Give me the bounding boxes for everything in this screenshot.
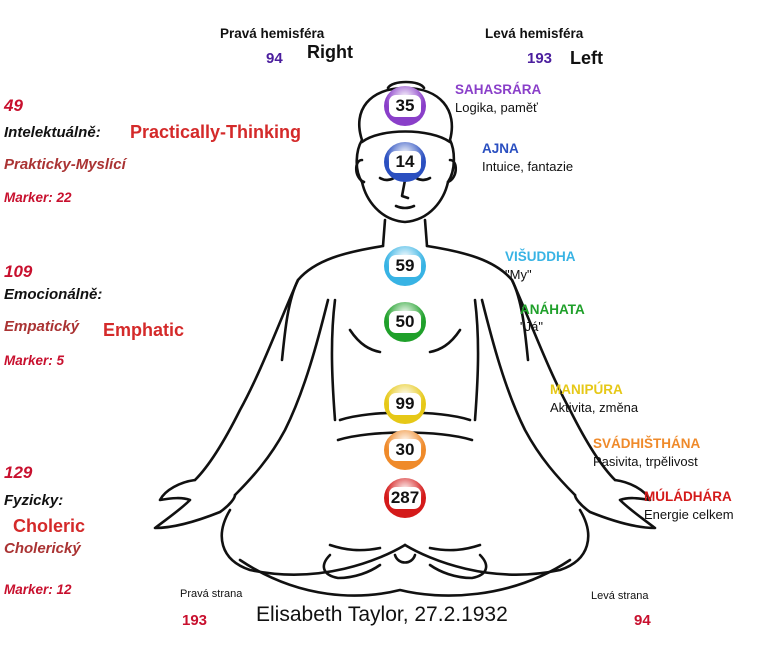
intellectual-czech: Prakticky-Myslící <box>4 156 126 173</box>
chakra-sahasrara-value: 35 <box>389 95 421 117</box>
physical-english: Choleric <box>13 516 86 536</box>
chakra-muladhara-ball: 287 <box>384 478 426 518</box>
chakra-visuddha-desc: "My" <box>505 267 532 282</box>
emotional-marker: Marker: 5 <box>4 353 65 368</box>
left-hemisphere-label: Levá hemisféra <box>485 26 584 41</box>
emotional-label: Emocionálně: <box>4 286 103 303</box>
chakra-svadhisthana-value: 30 <box>389 439 421 461</box>
chakra-anahata-desc: "Já" <box>520 319 543 334</box>
chakra-visuddha-name: VIŠUDDHA <box>505 249 576 264</box>
emotional-english: Emphatic <box>103 320 185 340</box>
chakra-anahata-ball: 50 <box>384 302 426 342</box>
chakra-svadhisthana-name: SVÁDHIŠTHÁNA <box>593 436 701 451</box>
intellectual-english: Practically-Thinking <box>130 122 302 142</box>
left-hemisphere-value: 193 <box>527 50 553 67</box>
chakra-svadhisthana-ball: 30 <box>384 430 426 470</box>
chakra-ajna-name: AJNA <box>482 141 519 156</box>
chakra-muladhara-value: 287 <box>389 487 421 509</box>
caption: Elisabeth Taylor, 27.2.1932 <box>256 603 508 626</box>
intellectual-marker: Marker: 22 <box>4 190 72 205</box>
chakra-sahasrara-name: SAHASRÁRA <box>455 82 542 97</box>
emotional-number: 109 <box>4 262 33 281</box>
chakra-ajna-desc: Intuice, fantazie <box>482 159 574 174</box>
chakra-ajna-value: 14 <box>389 151 421 173</box>
chakra-visuddha-value: 59 <box>389 255 421 277</box>
chakra-sahasrara-ball: 35 <box>384 86 426 126</box>
right-hemisphere-value: 94 <box>266 50 283 67</box>
chakra-manipura-ball: 99 <box>384 384 426 424</box>
physical-czech: Cholerický <box>4 540 81 557</box>
left-side-value: 94 <box>634 612 651 629</box>
right-hemisphere-label: Pravá hemisféra <box>220 26 325 41</box>
physical-label: Fyzicky: <box>4 492 64 509</box>
intellectual-number: 49 <box>4 96 23 115</box>
emotional-czech: Empatický <box>4 318 80 335</box>
chakra-svadhisthana-desc: Pasivita, trpělivost <box>593 454 698 469</box>
chakra-anahata-value: 50 <box>389 311 421 333</box>
chakra-ajna-ball: 14 <box>384 142 426 182</box>
chakra-muladhara-desc: Energie celkem <box>644 507 734 522</box>
right-side-value: 193 <box>182 612 208 629</box>
physical-number: 129 <box>4 463 33 482</box>
chakra-manipura-value: 99 <box>389 393 421 415</box>
chakra-anahata-name: ANÁHATA <box>520 302 585 317</box>
chakra-sahasrara-desc: Logika, paměť <box>455 100 538 115</box>
physical-marker: Marker: 12 <box>4 582 72 597</box>
right-side-label: Pravá strana <box>180 588 243 600</box>
right-hemisphere-english: Right <box>307 42 353 62</box>
chakra-muladhara-name: MÚLÁDHÁRA <box>644 489 732 504</box>
chakra-manipura-desc: Aktivita, změna <box>550 400 639 415</box>
chakra-manipura-name: MANIPÚRA <box>550 382 623 397</box>
left-side-label: Levá strana <box>591 590 649 602</box>
left-hemisphere-english: Left <box>570 48 603 68</box>
intellectual-label: Intelektuálně: <box>4 124 101 141</box>
chakra-visuddha-ball: 59 <box>384 246 426 286</box>
